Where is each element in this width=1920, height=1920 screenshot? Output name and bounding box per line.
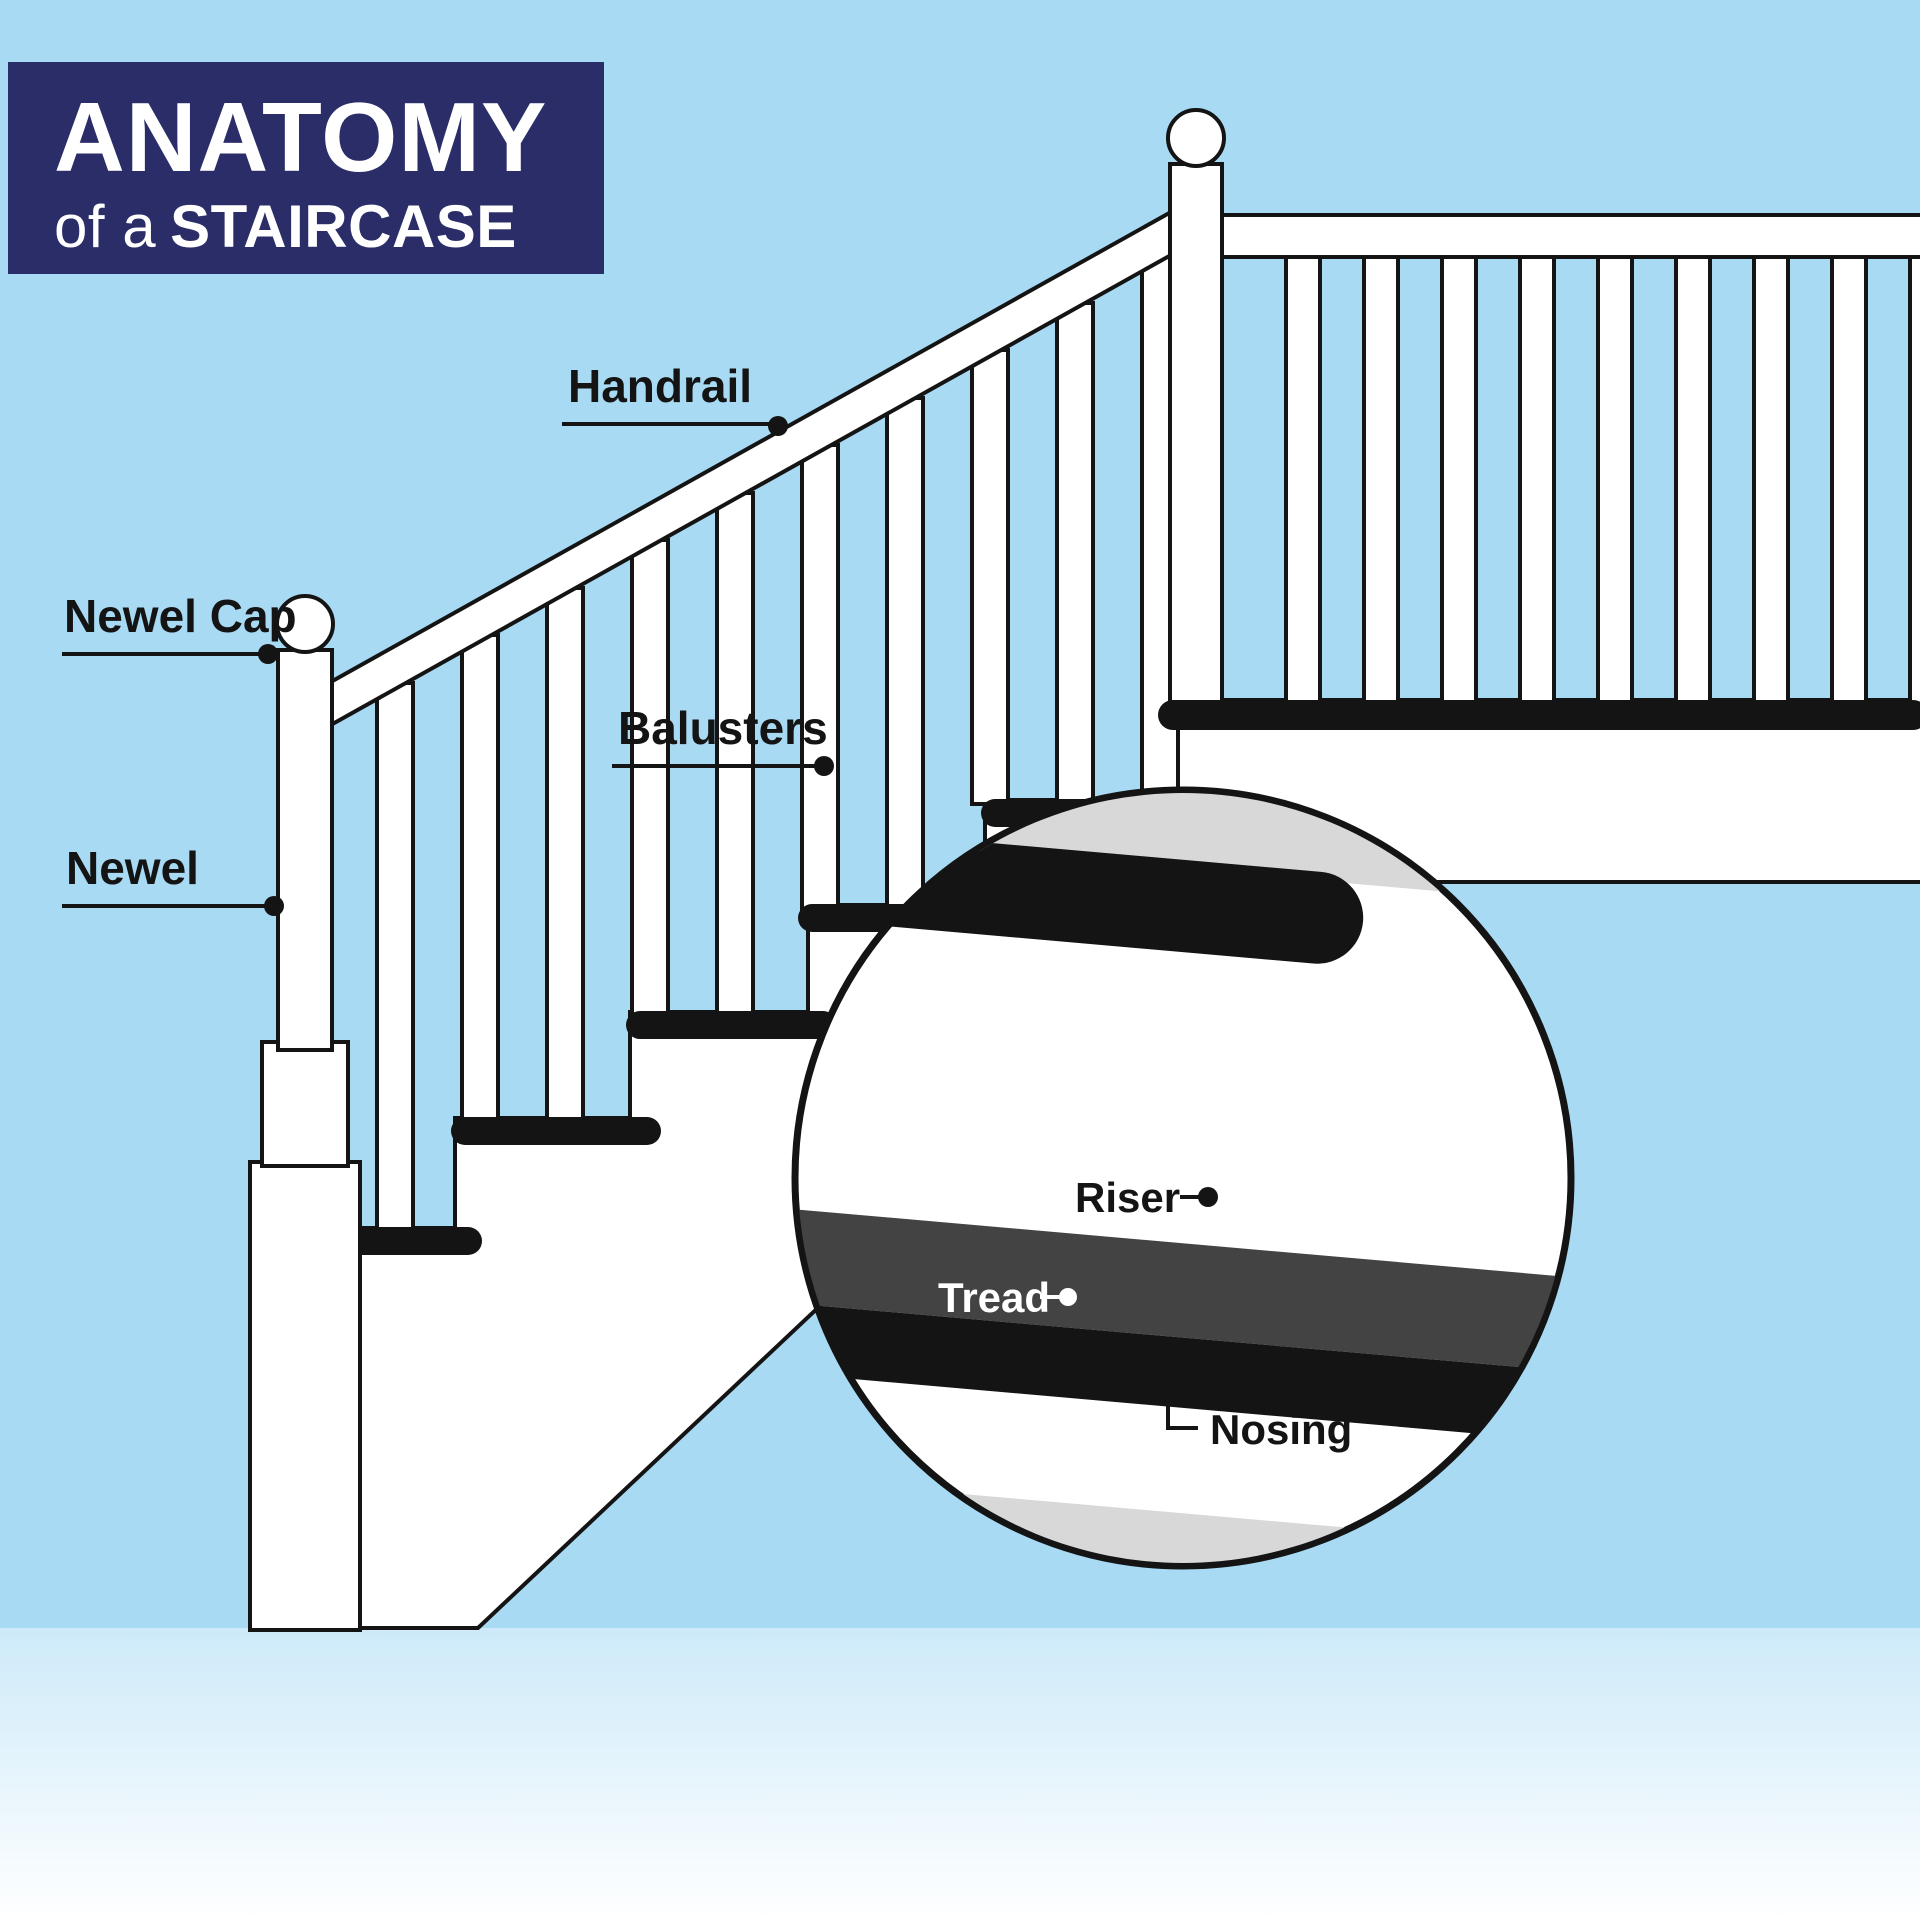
balusters-group [375, 253, 1180, 1234]
baluster [630, 538, 670, 1018]
zoom-nosing-band [798, 1289, 1568, 1455]
title-line2-bold: STAIRCASE [170, 193, 517, 260]
baluster [715, 491, 755, 1018]
baluster [1518, 248, 1556, 708]
tread-step [451, 1117, 661, 1145]
landing-tread [1158, 700, 1920, 730]
upper-newel-cap-ball [1166, 108, 1226, 168]
title-line1: ANATOMY [54, 82, 548, 192]
landing-handrail [1216, 213, 1920, 259]
callouts: Handrail Newel Cap Newel Balusters [62, 360, 834, 916]
label-riser: Riser [1075, 1174, 1180, 1221]
newel-plinth [248, 1160, 362, 1632]
label-newel: Newel [66, 842, 199, 894]
label-balusters: Balusters [618, 702, 828, 754]
dot-balusters [814, 756, 834, 776]
dot-tread [1059, 1288, 1077, 1306]
newel-base [260, 1040, 350, 1168]
baluster [1830, 248, 1868, 708]
dot-handrail [768, 416, 788, 436]
baluster [1362, 248, 1400, 708]
baluster [1908, 248, 1920, 708]
baluster [460, 633, 500, 1124]
newel-cap-ball [275, 594, 335, 654]
label-handrail: Handrail [568, 360, 752, 412]
label-nosing: Nosing [1210, 1406, 1352, 1453]
landing-rail-group [1158, 108, 1920, 730]
tread-step [626, 1011, 837, 1039]
baluster [545, 586, 585, 1124]
baluster [1284, 248, 1322, 708]
newel-post [276, 648, 334, 1052]
zoom-inset: Riser Tread Nosing [791, 786, 1575, 1570]
tread-step [346, 1227, 482, 1255]
dot-riser [1198, 1187, 1218, 1207]
dot-newel-cap [258, 644, 278, 664]
lower-newel-group [248, 594, 362, 1632]
baluster [800, 443, 840, 911]
baluster [970, 348, 1010, 806]
baluster [1752, 248, 1790, 708]
baluster [1674, 248, 1712, 708]
baluster [375, 681, 415, 1234]
dot-newel [264, 896, 284, 916]
baluster [1596, 248, 1634, 708]
baluster [1440, 248, 1478, 708]
leader-nosing [1166, 1390, 1198, 1430]
baluster [1055, 301, 1095, 806]
label-newel-cap: Newel Cap [64, 590, 297, 642]
floor [0, 1628, 1920, 1920]
baluster [885, 396, 925, 911]
title-line2-regular: of a [54, 193, 157, 260]
zoom-tread-surface [798, 1195, 1568, 1385]
upper-newel-post [1168, 162, 1224, 706]
label-tread: Tread [938, 1274, 1050, 1321]
